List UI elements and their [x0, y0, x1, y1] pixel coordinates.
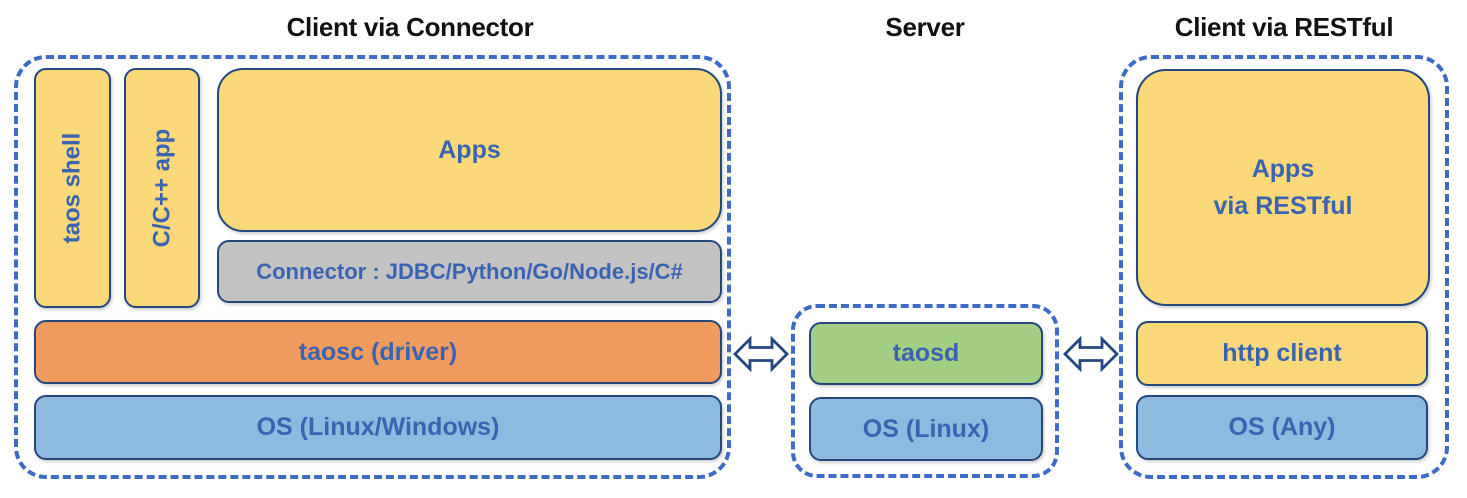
connector-label: Connector : JDBC/Python/Go/Node.js/C# — [256, 258, 683, 284]
os-any-label: OS (Any) — [1228, 413, 1336, 441]
apps-box: Apps — [217, 68, 722, 232]
taosc-driver-box: taosc (driver) — [34, 320, 722, 384]
client-connector-group — [14, 55, 731, 479]
os-linux-windows-label: OS (Linux/Windows) — [256, 413, 500, 441]
cpp-app-box: C/C++ app — [124, 68, 200, 308]
apps-restful-box: Apps via RESTful — [1136, 69, 1430, 306]
apps-restful-label-line2: via RESTful — [1213, 191, 1353, 220]
connector-box: Connector : JDBC/Python/Go/Node.js/C# — [217, 240, 722, 303]
client-connector-title: Client via Connector — [286, 12, 534, 42]
server-title: Server — [885, 12, 965, 42]
apps-restful-label-line1: Apps — [1251, 155, 1315, 184]
taosd-label: taosd — [892, 339, 960, 367]
os-linux-label: OS (Linux) — [862, 414, 990, 443]
client-restful-title: Client via RESTful — [1174, 12, 1394, 42]
http-client-box: http client — [1136, 321, 1428, 386]
os-linux-windows-box: OS (Linux/Windows) — [34, 395, 722, 460]
os-any-box: OS (Any) — [1136, 395, 1428, 460]
taosc-driver-label: taosc (driver) — [298, 337, 458, 366]
taosd-box: taosd — [809, 322, 1043, 385]
os-linux-box: OS (Linux) — [809, 397, 1043, 461]
taos-shell-label: taos shell — [58, 132, 86, 244]
cpp-app-label: C/C++ app — [148, 128, 176, 248]
apps-label: Apps — [438, 135, 501, 164]
http-client-label: http client — [1222, 339, 1342, 367]
client-restful-group — [1119, 55, 1449, 479]
double-arrow-right-icon — [1063, 332, 1119, 376]
double-arrow-left-icon — [733, 332, 789, 376]
taos-shell-box: taos shell — [34, 68, 111, 308]
server-group — [791, 304, 1059, 478]
